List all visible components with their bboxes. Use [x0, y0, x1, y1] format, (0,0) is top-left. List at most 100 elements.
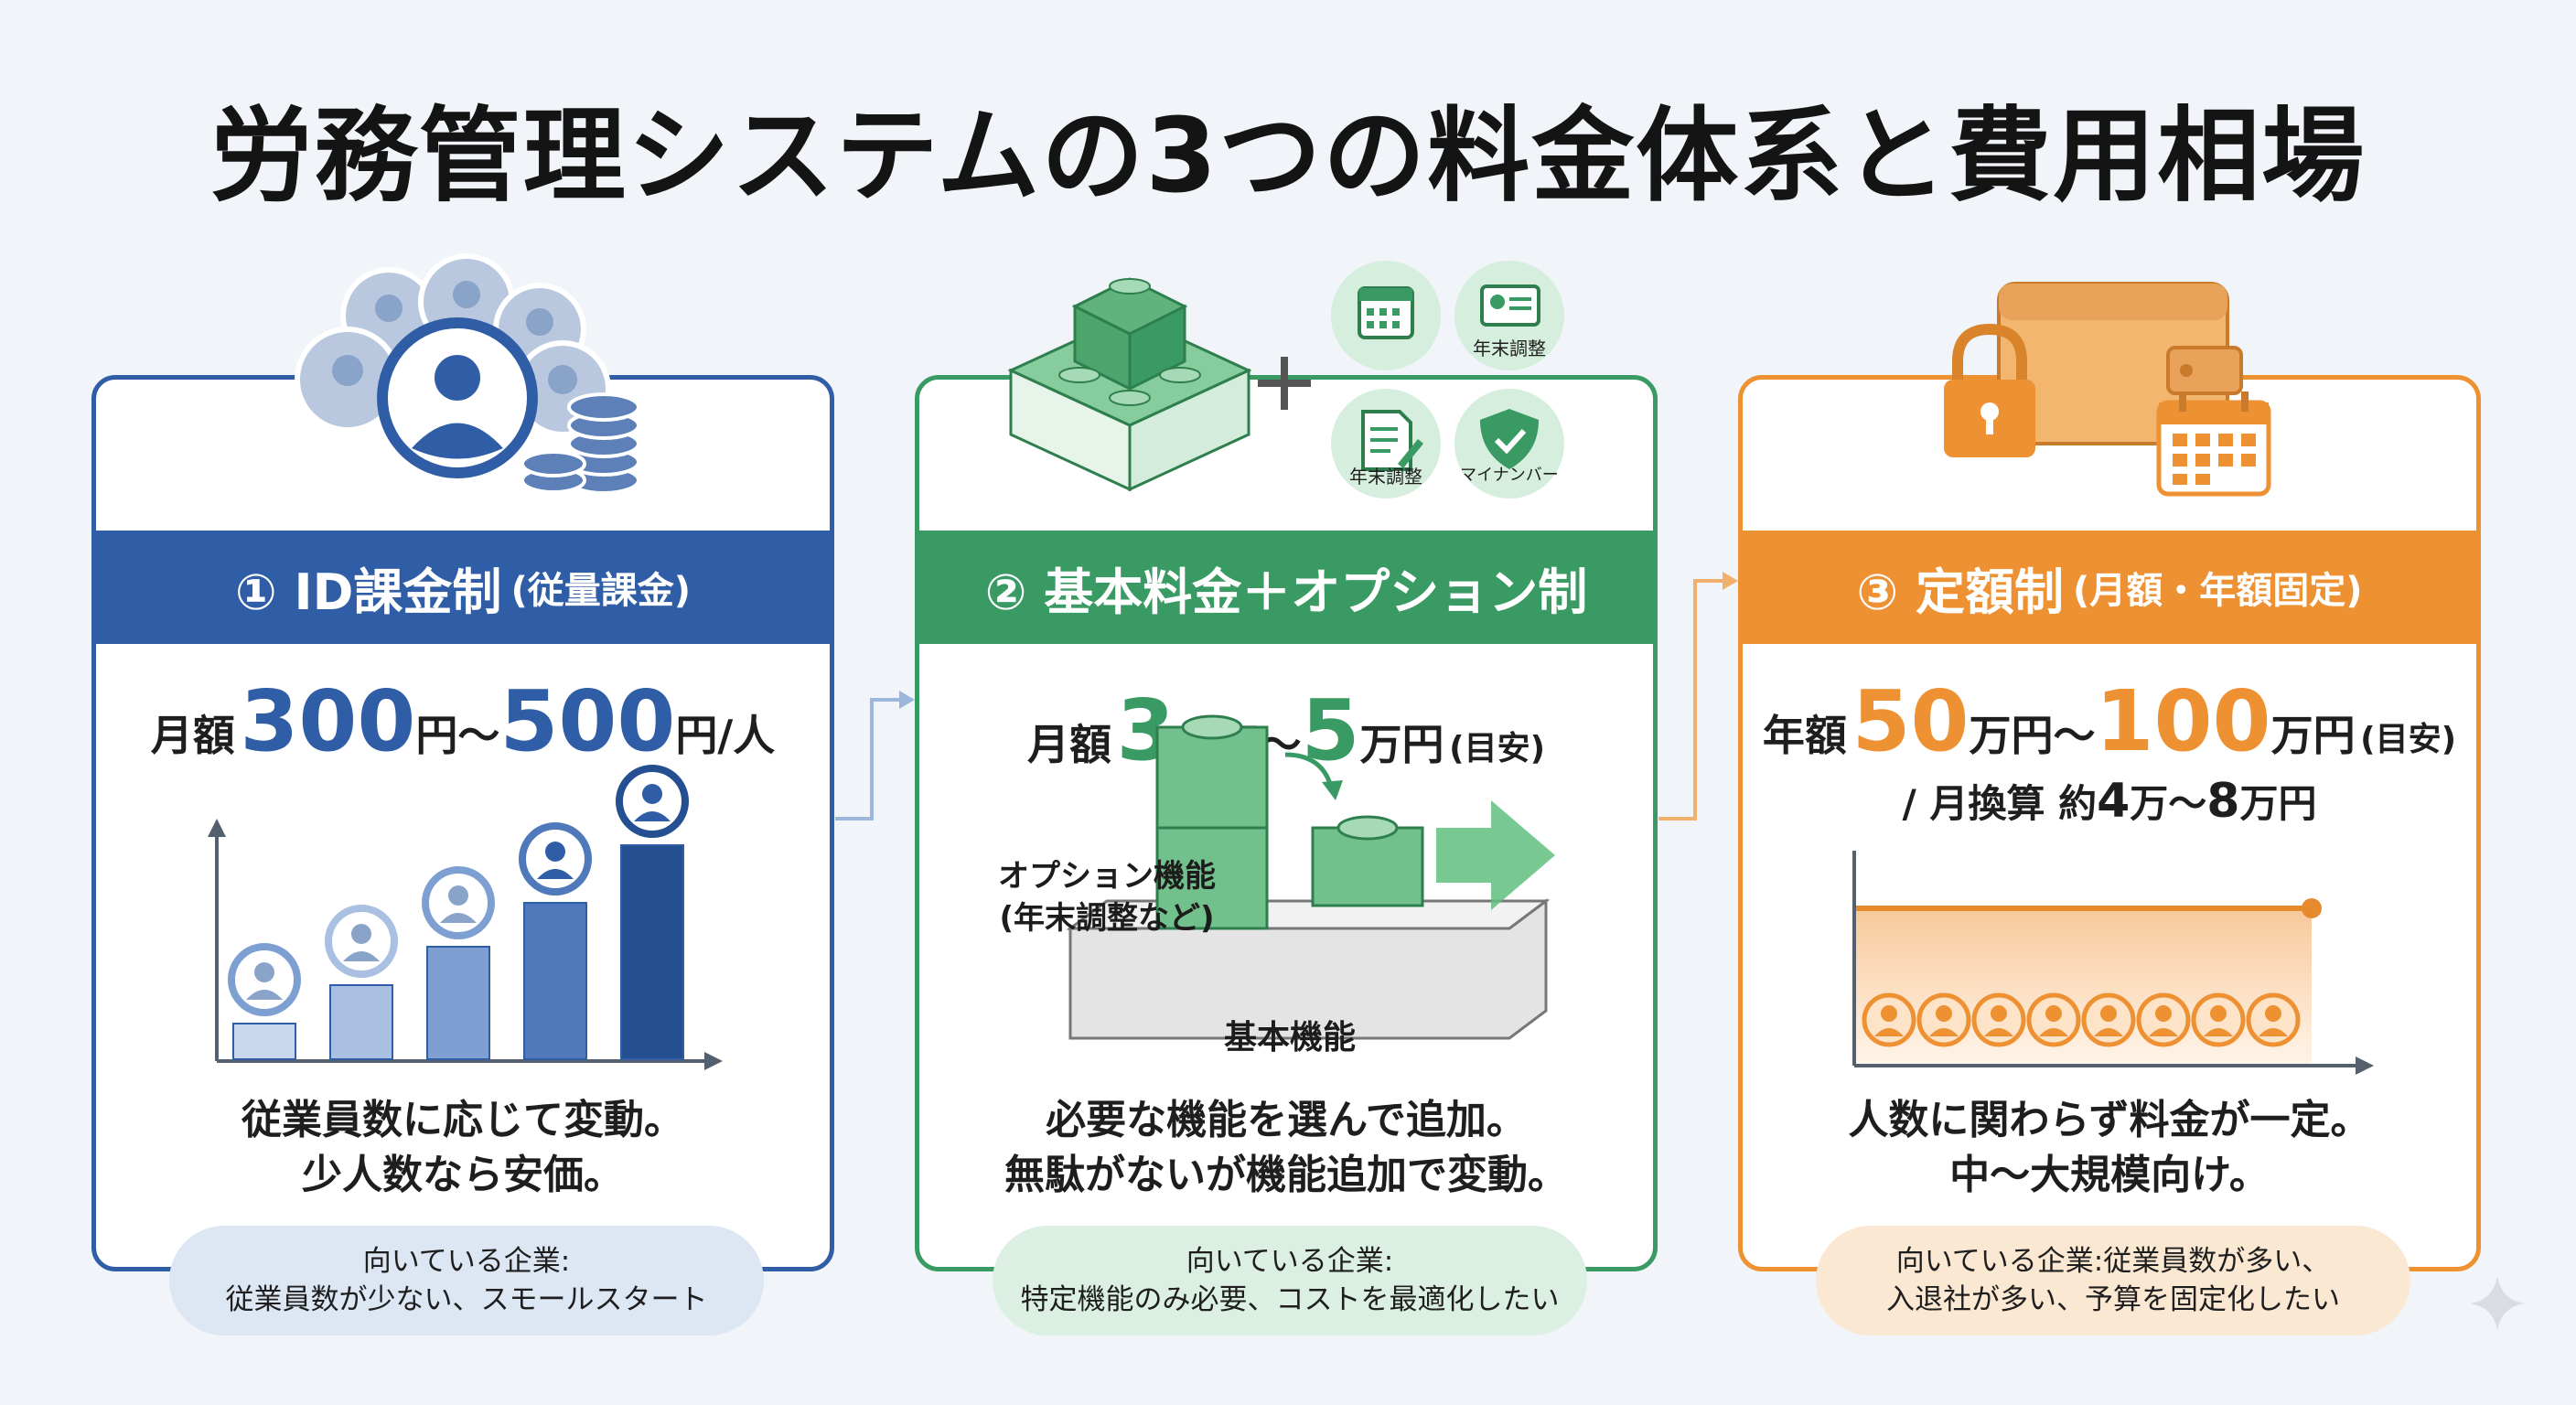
person-body: [2259, 1028, 2288, 1036]
card-1-target-text: 従業員数が少ない、スモールスタート: [225, 1283, 708, 1316]
card-1-target-label: 向いている企業:: [362, 1245, 571, 1278]
id-card-icon: [1480, 284, 1540, 327]
card-2-header-title: ② 基本料金＋オプション制: [984, 563, 1588, 621]
flat-rate-chart-icon: [1852, 851, 2374, 1075]
calendar-icon: [2156, 391, 2271, 497]
card-3-price: 年額 50万円〜100万円 (目安): [1743, 672, 2476, 770]
card-id-billing: ① ID課金制 (従量課金) 月額 300円〜500円/人 従業員数に応じて変動…: [91, 375, 834, 1335]
card-2-desc-line-1: 必要な機能を選んで追加。: [1046, 1097, 1527, 1143]
avatar-head: [642, 784, 662, 804]
sparkle-icon: [2470, 1276, 2525, 1331]
monthly-unit-1: 万〜: [2130, 781, 2207, 826]
card-2-target-label: 向いている企業:: [1186, 1245, 1394, 1278]
person-head: [1991, 1005, 2007, 1022]
card-1-price-unit-1: 円〜: [415, 711, 500, 760]
calendar-icon: [1358, 286, 1414, 339]
card-1-price-unit-2: 円/人: [675, 711, 776, 760]
monthly-max: 8: [2206, 774, 2240, 829]
card-3-header-title: ③ 定額制: [1856, 563, 2064, 621]
card-3-price-max: 100: [2095, 672, 2271, 770]
person-body: [1984, 1028, 2013, 1036]
base-feature-label: 基本機能: [1223, 1019, 1356, 1056]
card-3-price-unit-1: 万円〜: [1969, 711, 2096, 760]
person-body: [2204, 1028, 2233, 1036]
monthly-prefix: / 月換算 約: [1902, 781, 2098, 826]
document-edit-icon: [1361, 410, 1423, 471]
card-3-desc-line-1: 人数に関わらず料金が一定。: [1848, 1097, 2371, 1143]
people-coins-icon: [295, 253, 640, 495]
growth-bar: [426, 946, 490, 1060]
connector-arrow-1: [835, 691, 915, 820]
person-head: [2100, 1005, 2117, 1022]
avatar-body: [537, 869, 574, 879]
card-2-target-companies: 向いている企業: 特定機能のみ必要、コストを最適化したい: [993, 1226, 1587, 1335]
card-2-price-prefix: 月額: [1026, 720, 1111, 769]
card-3-target-companies: 向いている企業:従業員数が多い、 入退社が多い、予算を固定化したい: [1816, 1226, 2410, 1335]
person-head: [2045, 1005, 2062, 1022]
page-title: 労務管理システムの3つの料金体系と費用相場: [209, 97, 2367, 216]
card-3-header-sub: (月額・年額固定): [2072, 570, 2363, 612]
option-label-line-2: (年末調整など): [999, 900, 1215, 937]
person-head: [2210, 1005, 2227, 1022]
card-1-header: ① ID課金制 (従量課金): [91, 531, 834, 644]
growth-bar: [329, 984, 393, 1060]
card-1-price-prefix: 月額: [150, 711, 235, 760]
card-2-price: 月額 3万円〜5万円 (目安): [919, 681, 1653, 779]
growth-bar: [523, 902, 587, 1060]
card-3-desc-line-2: 中〜大規模向け。: [1949, 1152, 2270, 1198]
avatar-head: [448, 885, 468, 906]
feature-icons: [1331, 261, 1564, 499]
card-1-price-max: 500: [499, 672, 676, 770]
card-3-header: ③ 定額制 (月額・年額固定): [1738, 531, 2481, 644]
option-label-line-1: オプション機能: [998, 858, 1216, 895]
icon-label-my-number: マイナンバー: [1460, 466, 1559, 485]
avatar-body: [440, 913, 477, 923]
card-1-target-companies: 向いている企業: 従業員数が少ない、スモールスタート: [169, 1226, 764, 1335]
card-2-desc-line-2: 無駄がないが機能追加で変動。: [1004, 1152, 1568, 1198]
card-2-price-note: (目安): [1449, 730, 1546, 767]
card-3-price-min: 50: [1852, 672, 1970, 770]
growth-bar-chart-icon: [208, 765, 723, 1070]
card-1-header-title: ① ID課金制: [235, 563, 502, 621]
card-1-price-min: 300: [240, 672, 416, 770]
avatar-head: [351, 924, 371, 944]
monthly-min: 4: [2097, 774, 2131, 829]
connector-arrow-2: [1658, 572, 1738, 820]
card-1-description: 従業員数に応じて変動。 少人数なら安価。: [96, 1093, 830, 1203]
avatar-body: [343, 951, 380, 961]
shield-check-icon: [1480, 409, 1539, 469]
card-2-price-max: 5: [1301, 681, 1360, 779]
card-flat-rate: ③ 定額制 (月額・年額固定) 年額 50万円〜100万円 (目安) / 月換算…: [1738, 375, 2481, 1335]
wallet-lock-calendar-icon: [1944, 282, 2271, 497]
card-2-target-text: 特定機能のみ必要、コストを最適化したい: [1020, 1283, 1560, 1316]
growth-bar: [620, 844, 684, 1060]
person-head: [2265, 1005, 2281, 1022]
lock-icon: [1944, 323, 2035, 457]
card-3-description: 人数に関わらず料金が一定。 中〜大規模向け。: [1743, 1093, 2476, 1203]
card-1-desc-line-2: 少人数なら安価。: [302, 1152, 624, 1198]
icon-label-year-end-1: 年末調整: [1473, 338, 1546, 359]
avatar-head: [254, 962, 274, 982]
card-3-target-label: 向いている企業:従業員数が多い、: [1895, 1245, 2331, 1278]
person-head: [1936, 1005, 1952, 1022]
block-stack-icon: [1007, 277, 1252, 492]
card-2-header: ② 基本料金＋オプション制: [915, 531, 1658, 644]
card-3-target-text: 入退社が多い、予算を固定化したい: [1886, 1283, 2340, 1316]
person-head: [1881, 1005, 1897, 1022]
card-1-desc-line-1: 従業員数に応じて変動。: [242, 1097, 684, 1143]
card-3-price-prefix: 年額: [1762, 711, 1847, 760]
avatar-body: [246, 990, 283, 1000]
person-body: [1874, 1028, 1904, 1036]
option-feature-label: オプション機能 (年末調整など): [983, 855, 1230, 939]
card-3-price-note: (目安): [2360, 721, 2457, 758]
card-1-price: 月額 300円〜500円/人: [96, 672, 830, 770]
card-1-header-sub: (従量課金): [510, 570, 691, 612]
card-3-monthly-equivalent: / 月換算 約4万〜8万円: [1743, 773, 2476, 829]
plus-icon: [1258, 357, 1311, 410]
monthly-unit-2: 万円: [2239, 781, 2317, 826]
person-body: [2039, 1028, 2068, 1036]
card-2-description: 必要な機能を選んで追加。 無駄がないが機能追加で変動。: [919, 1093, 1653, 1203]
person-body: [2094, 1028, 2123, 1036]
icon-label-year-end-2: 年末調整: [1349, 466, 1422, 488]
avatar-head: [545, 842, 565, 862]
